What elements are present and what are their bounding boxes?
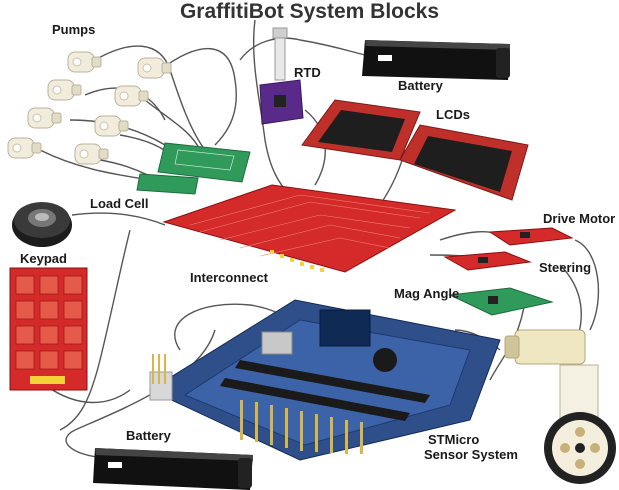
mag-angle-board xyxy=(448,287,554,316)
pump-2 xyxy=(137,57,172,79)
lcd-group xyxy=(301,99,529,201)
drive-motor-wheel xyxy=(504,329,616,484)
label-pumps: Pumps xyxy=(52,22,96,37)
label-rtd: RTD xyxy=(294,65,321,80)
load-cell-icon xyxy=(12,202,72,247)
pump-group xyxy=(7,51,172,165)
label-sensor-system: Sensor System xyxy=(424,447,518,462)
label-load-cell: Load Cell xyxy=(90,196,149,211)
diagram-title: GraffitiBot System Blocks xyxy=(179,0,440,23)
pump-1 xyxy=(67,51,102,73)
pump-7 xyxy=(7,137,42,159)
pump-8 xyxy=(74,143,109,165)
keypad-board xyxy=(9,267,88,391)
pump-6 xyxy=(94,115,129,137)
pump-5 xyxy=(27,107,62,129)
small-green-board xyxy=(136,173,199,195)
stmicro-board xyxy=(148,299,501,461)
label-lcds: LCDs xyxy=(436,107,470,122)
steering-board xyxy=(443,251,532,271)
label-interconnect: Interconnect xyxy=(190,270,269,285)
battery-top-icon xyxy=(362,40,510,80)
rtd-sensor xyxy=(259,27,304,125)
pump-driver-board xyxy=(157,142,251,183)
label-battery-bottom: Battery xyxy=(126,428,171,443)
battery-bottom-icon xyxy=(93,448,253,490)
label-keypad: Keypad xyxy=(20,251,67,266)
label-battery-top: Battery xyxy=(398,78,443,93)
label-drive-motor: Drive Motor xyxy=(543,211,616,226)
pump-4 xyxy=(114,85,149,107)
interconnect-board xyxy=(162,184,457,273)
label-steering: Steering xyxy=(539,260,592,275)
pump-3 xyxy=(47,79,82,101)
label-stmicro: STMicro xyxy=(428,432,480,447)
drive-motor-board xyxy=(488,227,574,246)
label-mag-angle: Mag Angle xyxy=(394,286,460,301)
